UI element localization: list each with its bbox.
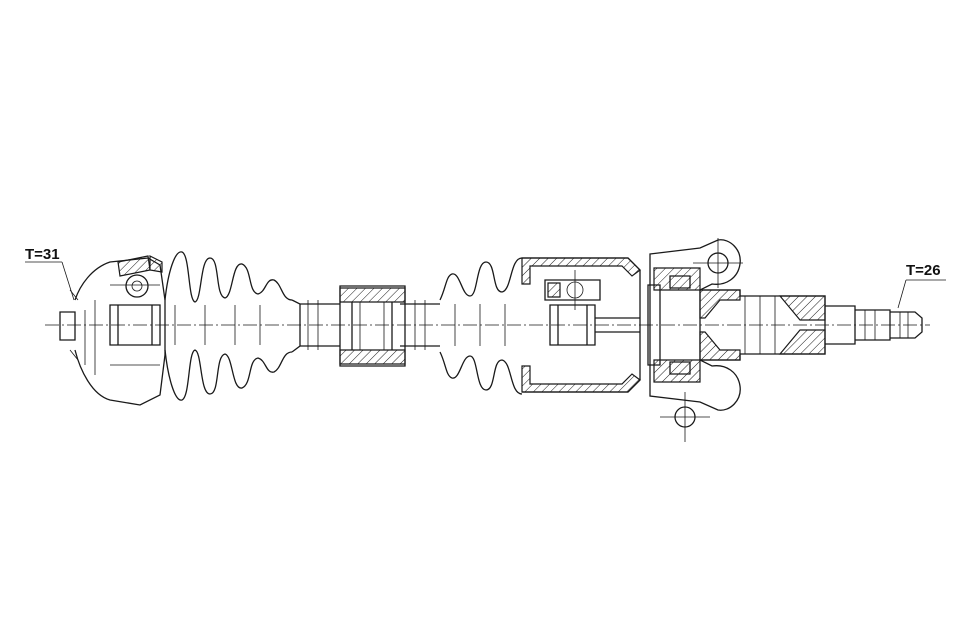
inner-boot xyxy=(439,257,523,395)
torsional-damper xyxy=(339,285,406,367)
right-spline-callout: T=26 xyxy=(897,262,946,309)
inner-tripod-joint xyxy=(521,257,641,393)
shaft-tube xyxy=(291,299,440,353)
output-stub-shaft xyxy=(699,289,923,361)
left-spline-callout: T=31 xyxy=(25,246,75,301)
left-spline-label: T=31 xyxy=(25,246,60,263)
right-spline-label: T=26 xyxy=(906,262,941,279)
outer-cv-joint xyxy=(59,255,166,406)
bearing-bracket xyxy=(647,238,743,442)
outer-boot xyxy=(164,251,293,401)
